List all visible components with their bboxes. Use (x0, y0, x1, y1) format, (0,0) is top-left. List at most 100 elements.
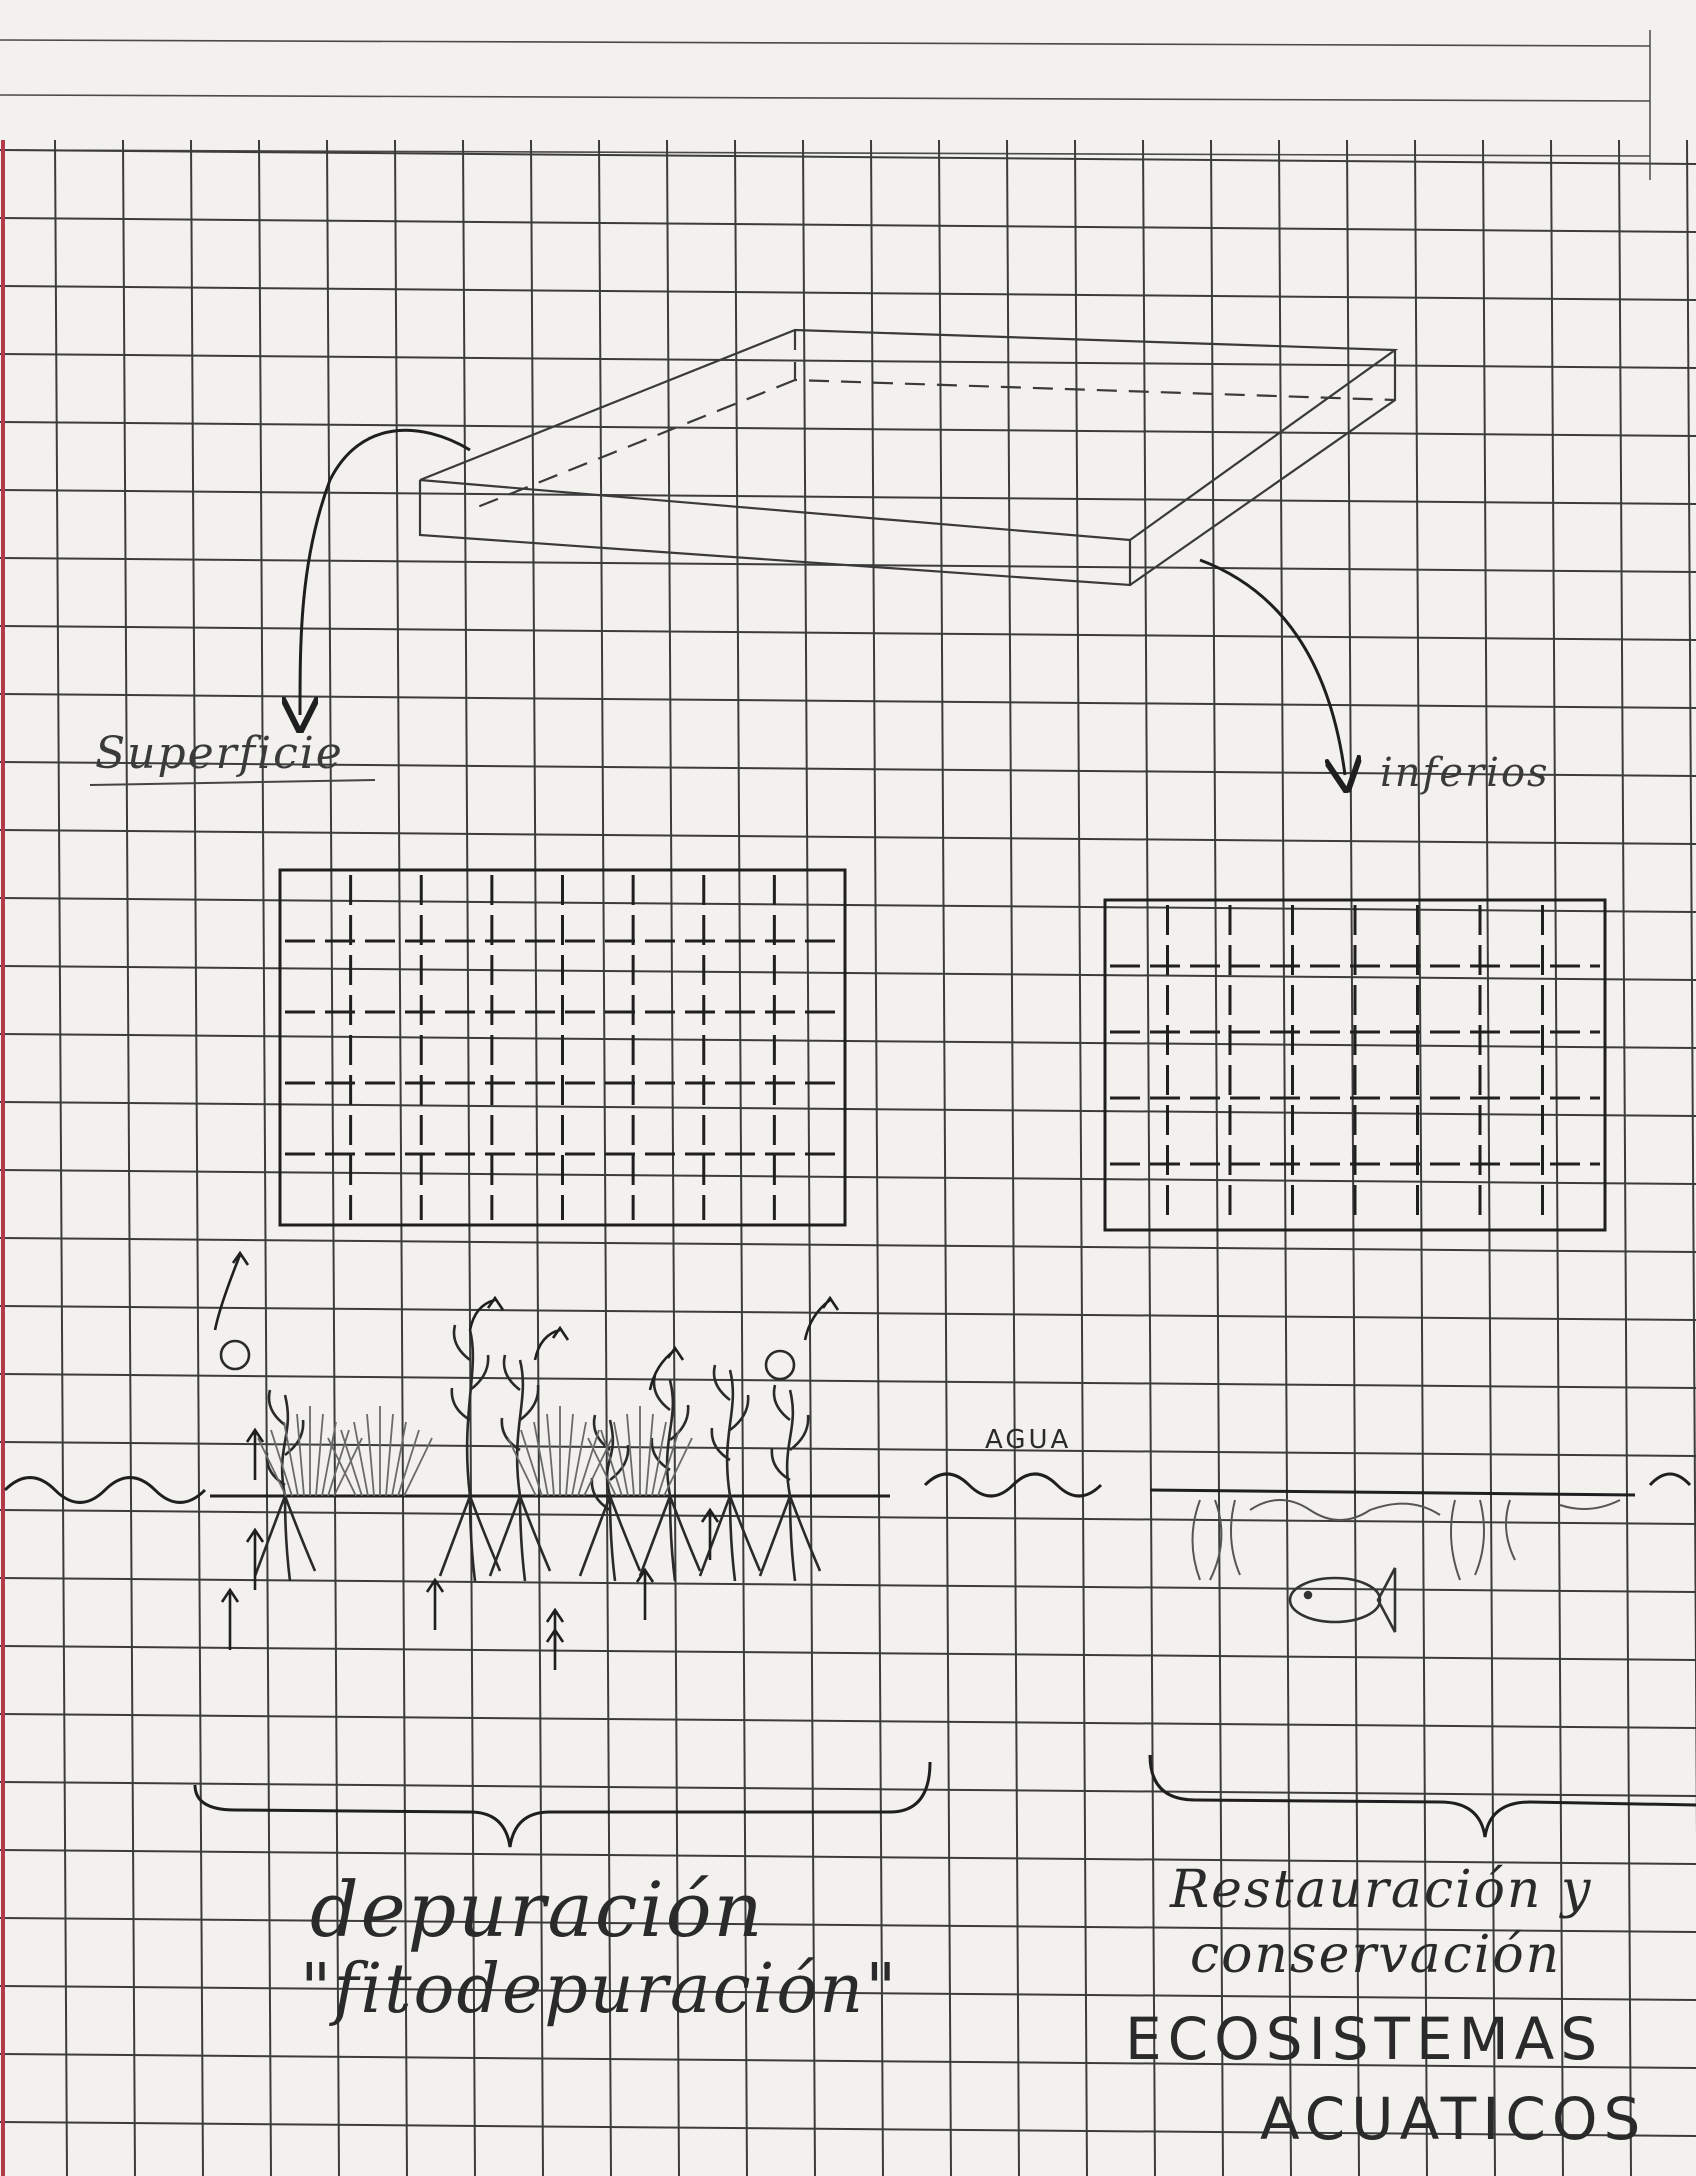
up-arrow (635, 1567, 655, 1620)
grid-line-horizontal (0, 1237, 1696, 1253)
water-wave-middle (923, 1472, 1103, 1498)
surface-underline (89, 779, 376, 786)
grid-line-horizontal (0, 1441, 1696, 1457)
grid-line-horizontal (0, 1577, 1696, 1593)
surface-grid-panel (278, 868, 847, 1227)
grid-line-horizontal (0, 1101, 1696, 1117)
surface-arrow (300, 428, 471, 715)
fish-tail (1376, 1567, 1397, 1633)
grid-line-vertical (1414, 139, 1428, 2176)
plant-roots (638, 1495, 702, 1582)
grid-line-vertical (258, 139, 272, 2176)
slab-diagram (418, 328, 1399, 587)
grid-line-horizontal (0, 897, 1696, 913)
grid-line-vertical (122, 139, 136, 2176)
lower-label: inferios (1380, 750, 1550, 796)
up-arrow (245, 1427, 265, 1480)
up-arrow (700, 1507, 720, 1560)
grid-line-horizontal (0, 1033, 1696, 1049)
grid-line-horizontal (0, 285, 1696, 301)
wetland-plants (219, 1324, 822, 1582)
slab-front-face (418, 480, 1132, 587)
grid-line-vertical (1618, 139, 1632, 2176)
grid-line-horizontal (0, 761, 1696, 777)
grid-line-horizontal (0, 625, 1696, 641)
graph-grid (0, 139, 1696, 2176)
restoration-brace (1148, 1754, 1696, 1838)
phytodepuration-label: "fitodepuración" (300, 1950, 899, 2029)
slab-top-face (419, 328, 1399, 542)
depuration-brace (193, 1761, 932, 1848)
lower-grid-panel (1103, 898, 1607, 1232)
water-wave-right (1648, 1472, 1692, 1487)
plant-stem (785, 1389, 795, 1497)
slab-hidden-edges (469, 330, 1396, 512)
grid-line-vertical (1346, 139, 1360, 2176)
grid-line-horizontal (0, 1781, 1696, 1797)
grass-clump (327, 1406, 433, 1497)
grid-line-horizontal (0, 1645, 1696, 1661)
plant-stem (280, 1394, 290, 1497)
plant-stem (515, 1359, 525, 1497)
grid-line-vertical (1074, 139, 1088, 2176)
ecosystems-label: ECOSISTEMAS (1125, 2005, 1604, 2073)
grid-line-vertical (734, 139, 748, 2176)
up-arrow (545, 1627, 565, 1670)
fish-eye (1303, 1590, 1313, 1600)
grid-line-vertical (394, 139, 408, 2176)
up-arrow (425, 1577, 445, 1630)
grid-line-horizontal (0, 1509, 1696, 1525)
grid-line-horizontal (0, 1169, 1696, 1185)
water-surface (3, 1472, 1692, 1504)
grid-line-horizontal (0, 1713, 1696, 1729)
transpiration-arrow (648, 1345, 685, 1391)
grid-line-vertical (598, 139, 612, 2176)
floating-debris (1249, 1499, 1621, 1521)
depuration-label: depuración (310, 1865, 765, 1954)
uptake-arrows (213, 1250, 840, 1670)
grid-line-horizontal (0, 1373, 1696, 1389)
grid-line-horizontal (0, 217, 1696, 233)
grid-line-vertical (1686, 139, 1696, 1837)
ruled-line (0, 149, 1651, 157)
aquatic-plants (1191, 1499, 1621, 1581)
water-label: AGUA (985, 1425, 1072, 1455)
up-arrow (220, 1587, 240, 1650)
conservation-label: conservación (1190, 1925, 1562, 1985)
up-arrow (245, 1527, 265, 1590)
grid-line-horizontal (0, 1985, 1696, 2001)
grid-line-vertical (54, 139, 68, 2176)
plant-roots (253, 1495, 317, 1582)
grid-line-horizontal (0, 2053, 1696, 2069)
transpiration-arrow (213, 1250, 250, 1331)
lower-arrow (1199, 558, 1345, 775)
transpiration-arrow (533, 1325, 570, 1361)
grid-line-horizontal (0, 693, 1696, 709)
grid-line-horizontal (0, 149, 1696, 165)
fish-icon (1288, 1567, 1397, 1633)
fish-body (1288, 1576, 1382, 1624)
grid-line-vertical (530, 139, 544, 2176)
ruled-lines-header (0, 39, 1651, 157)
grass-clump (587, 1406, 693, 1497)
transpiration-arrow (803, 1295, 840, 1341)
grass-clumps (257, 1406, 693, 1497)
slab-side-face (1129, 350, 1397, 586)
plant-stem (725, 1369, 735, 1497)
grid-line-vertical (666, 139, 680, 2176)
surface-panel-frame (278, 868, 847, 1227)
grid-line-vertical (1006, 139, 1020, 2176)
ruled-line (0, 94, 1651, 102)
transpiration-arrow (468, 1295, 505, 1331)
plant-roots (698, 1495, 762, 1582)
grid-line-vertical (1482, 139, 1496, 2176)
grid-line-horizontal (0, 1849, 1696, 1865)
plant-stem (465, 1329, 475, 1497)
plant-leaves (710, 1364, 750, 1462)
grid-line-horizontal (0, 421, 1696, 437)
grid-line-vertical (462, 139, 476, 2176)
plant-leaves (450, 1324, 490, 1422)
